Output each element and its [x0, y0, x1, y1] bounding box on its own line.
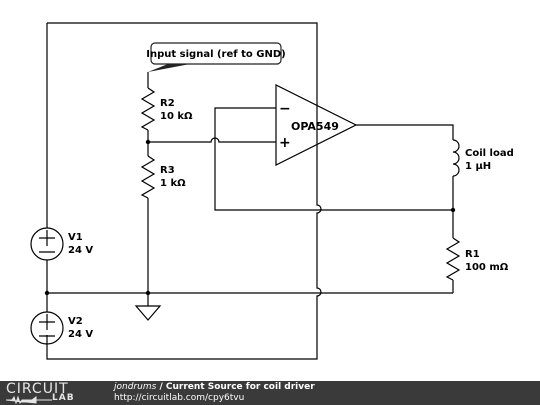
- signal-label-pointer: [148, 64, 190, 72]
- r1-resistor: [445, 237, 461, 281]
- r3-value: 1 kΩ: [160, 178, 186, 189]
- logo-wave-icon: [6, 396, 52, 404]
- coil-inductor: [452, 139, 460, 177]
- r1-name: R1: [465, 249, 480, 260]
- ground-symbol: [134, 305, 162, 321]
- coil-value: 1 µH: [465, 161, 491, 172]
- circuit-title[interactable]: Current Source for coil driver: [165, 382, 315, 392]
- junction-dot: [44, 290, 50, 296]
- opamp-body: [275, 84, 358, 166]
- author-link[interactable]: jondrums: [114, 382, 157, 392]
- v1-name: V1: [68, 232, 83, 243]
- r3-name: R3: [160, 165, 175, 176]
- wire-opamp-output: [356, 124, 454, 140]
- signal-label-text: Input signal (ref to GND): [146, 49, 285, 60]
- coil-name: Coil load: [465, 148, 514, 159]
- wire-feedback: [214, 107, 453, 211]
- attribution-separator: /: [159, 382, 163, 392]
- logo-top-text: CIRCUIT: [6, 381, 69, 397]
- v1-source-symbol: [30, 227, 64, 261]
- circuit-schematic: Input signal (ref to GND) − + OPA549 R2 …: [30, 22, 514, 360]
- junction-dot: [450, 207, 456, 213]
- v2-name: V2: [68, 316, 83, 327]
- footer-bar: CIRCUIT LAB jondrums / Current Source fo…: [0, 381, 540, 405]
- opamp-minus-sign: −: [279, 101, 291, 117]
- wire-to-plus-input: [148, 137, 276, 143]
- r2-resistor: [140, 87, 156, 131]
- opamp-name: OPA549: [291, 120, 339, 133]
- r2-name: R2: [160, 98, 175, 109]
- r3-resistor: [140, 155, 156, 199]
- logo-bottom-text: LAB: [52, 393, 75, 403]
- junction-dot: [145, 290, 151, 296]
- r1-value: 100 mΩ: [465, 262, 509, 273]
- r2-value: 10 kΩ: [160, 111, 193, 122]
- v2-source-symbol: [30, 311, 64, 345]
- v2-value: 24 V: [68, 329, 93, 340]
- circuit-attribution: jondrums / Current Source for coil drive…: [114, 382, 315, 392]
- circuitlab-logo[interactable]: CIRCUIT LAB: [6, 381, 106, 404]
- junction-dot: [145, 139, 151, 145]
- opamp-plus-sign: +: [279, 135, 291, 151]
- signal-label-box: [150, 42, 282, 65]
- v1-value: 24 V: [68, 245, 93, 256]
- circuit-url-link[interactable]: http://circuitlab.com/cpy6tvu: [114, 393, 245, 403]
- wire-top-rail: [46, 22, 322, 360]
